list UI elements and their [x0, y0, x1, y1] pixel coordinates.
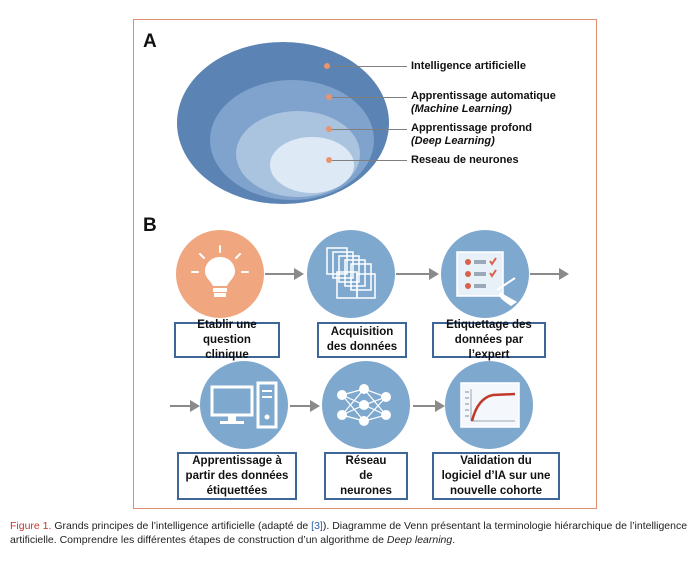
- marker-dot-nn: [326, 157, 332, 163]
- step-1-label: Etablir une question clinique: [197, 318, 257, 361]
- panel-b-letter: B: [143, 215, 157, 236]
- step-2-label: Acquisition des données: [326, 326, 398, 353]
- step-6-circle: [445, 361, 533, 449]
- arrow-in-4-head: [190, 400, 200, 412]
- arrow-1-2: [265, 273, 295, 275]
- step-2-circle: [307, 230, 395, 318]
- caption-text-1: Grands principes de l’intelligence artif…: [51, 520, 312, 532]
- marker-dot-dl: [326, 126, 332, 132]
- lightbulb-icon: [191, 245, 249, 297]
- label-dl-title: Apprentissage profond: [411, 122, 533, 134]
- computer-icon: [210, 381, 278, 429]
- step-5-circle: [322, 361, 410, 449]
- arrow-1-2-head: [294, 268, 304, 280]
- leader-line-ai: [329, 66, 407, 67]
- leader-line-ml: [331, 97, 407, 98]
- checklist-icon: [456, 251, 517, 306]
- figure-caption: Figure 1. Grands principes de l’intellig…: [10, 519, 692, 547]
- label-ml-subtitle: (Machine Learning): [411, 103, 512, 115]
- caption-emphasis: Deep learning: [386, 534, 453, 546]
- label-ai: Intelligence artificielle: [411, 60, 526, 73]
- arrow-2-3: [396, 273, 430, 275]
- step-5-label-box: Réseau de neurones: [324, 452, 408, 500]
- step-1-circle: [176, 230, 264, 318]
- figure-frame: [133, 19, 597, 509]
- label-ai-title: Intelligence artificielle: [411, 60, 526, 72]
- marker-dot-ml: [326, 94, 332, 100]
- caption-text-2: ). Diagramme de Venn présentant la termi…: [10, 520, 688, 546]
- arrow-5-6: [413, 405, 437, 407]
- step-3-circle: [441, 230, 529, 318]
- label-nn: Reseau de neurones: [411, 154, 519, 167]
- arrow-2-3-head: [429, 268, 439, 280]
- caption-figure-label: Figure 1.: [10, 520, 52, 532]
- neural-network-icon: [337, 384, 391, 426]
- venn-level-nn: [270, 137, 354, 193]
- arrow-in-4: [170, 405, 192, 407]
- arrow-3-out: [530, 273, 560, 275]
- panel-a-letter: A: [143, 31, 157, 52]
- step-4-circle: [200, 361, 288, 449]
- arrow-5-6-head: [435, 400, 445, 412]
- step-3-label: Etiquettage des données par l’expert: [446, 318, 532, 361]
- arrow-3-out-head: [559, 268, 569, 280]
- step-6-label-box: Validation du logiciel d’IA sur une nouv…: [432, 452, 560, 500]
- arrow-4-5: [290, 405, 312, 407]
- step-6-label: Validation du logiciel d’IA sur une nouv…: [441, 454, 551, 497]
- leader-line-dl: [331, 129, 407, 130]
- caption-text-3: .: [452, 534, 456, 546]
- caption-reference-link[interactable]: [3]: [311, 520, 323, 532]
- label-ml-title: Apprentissage automatique: [411, 90, 556, 102]
- step-5-label: Réseau de neurones: [340, 454, 392, 497]
- step-3-label-box: Etiquettage des données par l’expert: [432, 319, 546, 361]
- label-nn-title: Reseau de neurones: [411, 154, 519, 166]
- learning-curve-icon: [460, 382, 520, 428]
- step-1-label-box: Etablir une question clinique: [174, 319, 280, 361]
- step-4-label-box: Apprentissage à partir des données étiqu…: [177, 452, 297, 500]
- step-2-label-box: Acquisition des données: [317, 322, 407, 358]
- label-ml: Apprentissage automatique (Machine Learn…: [411, 90, 556, 116]
- leader-line-nn: [331, 160, 407, 161]
- label-dl-subtitle: (Deep Learning): [411, 135, 495, 147]
- marker-dot-ai: [324, 63, 330, 69]
- documents-stack-icon: [326, 247, 376, 299]
- arrow-4-5-head: [310, 400, 320, 412]
- step-4-label: Apprentissage à partir des données étiqu…: [185, 454, 289, 497]
- label-dl: Apprentissage profond (Deep Learning): [411, 122, 532, 148]
